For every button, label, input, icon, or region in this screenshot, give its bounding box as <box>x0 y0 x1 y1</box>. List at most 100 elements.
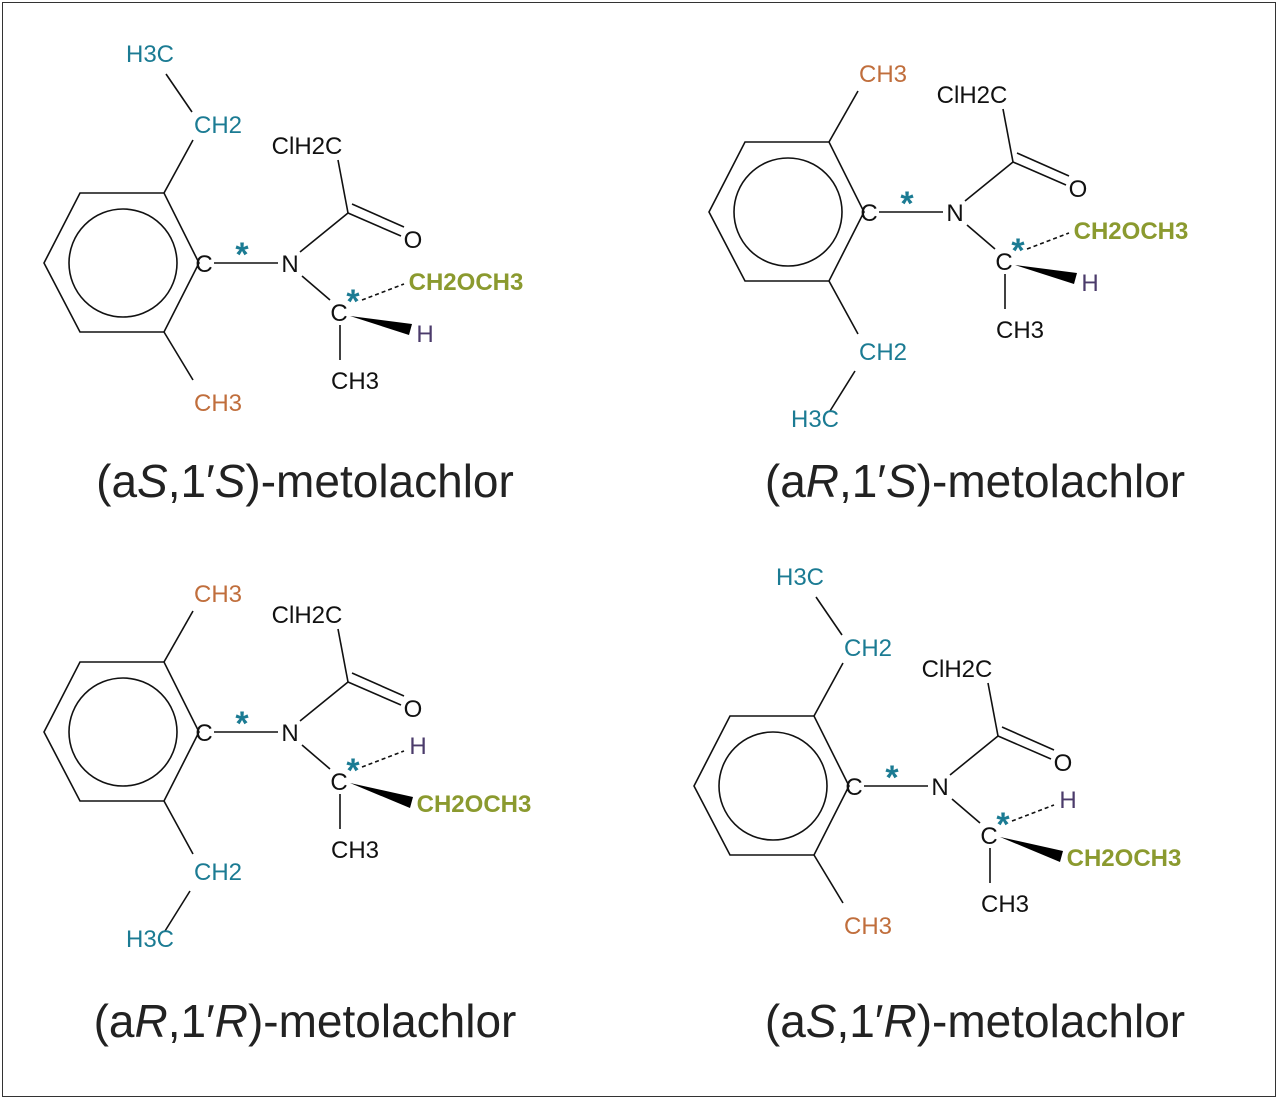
ethyl-h3c-label: H3C <box>791 406 839 433</box>
ring-ethyl-bond <box>813 662 844 717</box>
aromatic-circle <box>718 731 828 841</box>
ring-methyl-bond <box>813 854 844 904</box>
oxygen-label: O <box>1054 750 1073 777</box>
stereocenter-asterisk: * <box>1011 232 1025 270</box>
aromatic-circle <box>68 677 178 787</box>
aromatic-circle <box>733 157 843 267</box>
ring-methyl-label: CH3 <box>844 913 892 940</box>
chloromethyl-label: ClH2C <box>922 656 993 683</box>
ring-methyl-bond <box>163 331 194 381</box>
hydrogen-label: H <box>1059 787 1076 814</box>
carbonyl-double-bond-2 <box>1016 152 1070 177</box>
chiral-carbon-label: C <box>330 300 347 327</box>
benzene-ring <box>708 141 865 282</box>
molecule-caption: (aS,1′S)-metolachlor <box>96 455 514 507</box>
ethyl-ch2-label: CH2 <box>859 339 907 366</box>
wedge-bond <box>350 316 412 335</box>
dashed-bond <box>1026 232 1070 250</box>
ring-carbon-label: C <box>195 251 212 278</box>
n-chiral-carbon-bond <box>301 744 331 770</box>
molecule-caption: (aS,1′R)-metolachlor <box>765 995 1185 1047</box>
ethyl-h3c-label: H3C <box>776 564 824 591</box>
dashed-bond <box>361 283 405 301</box>
ethyl-bond <box>815 596 843 636</box>
ethyl-bond <box>164 890 191 932</box>
carbonyl-double-bond-2 <box>351 203 405 228</box>
carbonyl-double-bond-2 <box>1001 726 1055 751</box>
carbonyl-double-bond-1 <box>1012 161 1067 186</box>
chiral-carbon-label: C <box>980 823 997 850</box>
carbonyl-double-bond-1 <box>347 212 402 237</box>
ring-carbon-label: C <box>195 720 212 747</box>
stereocenter-asterisk: * <box>996 806 1010 844</box>
nitrogen-label: N <box>281 720 298 747</box>
wedge-bond <box>1015 265 1077 284</box>
stereocenter-asterisk: * <box>346 752 360 790</box>
n-chiral-carbon-bond <box>301 275 331 301</box>
carbonyl-double-bond-2 <box>351 672 405 697</box>
n-chiral-carbon-bond <box>951 798 981 824</box>
chiral-methyl-label: CH3 <box>331 837 379 864</box>
ring-methyl-bond <box>828 90 859 143</box>
ring-methyl-label: CH3 <box>859 61 907 88</box>
ring-ethyl-bond <box>163 139 194 194</box>
n-carbonyl-bond <box>299 681 349 722</box>
oxygen-label: O <box>404 227 423 254</box>
aromatic-circle <box>68 208 178 318</box>
chiral-methyl-label: CH3 <box>331 368 379 395</box>
nitrogen-label: N <box>281 251 298 278</box>
ring-carbon-label: C <box>860 200 877 227</box>
methoxymethyl-label: CH2OCH3 <box>409 269 524 296</box>
nitrogen-label: N <box>931 774 948 801</box>
stereocenter-asterisk: * <box>235 236 249 274</box>
chiral-carbon-label: C <box>330 769 347 796</box>
wedge-bond <box>1000 837 1063 862</box>
ethyl-h3c-label: H3C <box>126 41 174 68</box>
chloromethyl-label: ClH2C <box>937 82 1008 109</box>
nitrogen-label: N <box>946 200 963 227</box>
stereocenter-asterisk: * <box>346 283 360 321</box>
chloromethyl-label: ClH2C <box>272 133 343 160</box>
carbonyl-double-bond-1 <box>997 735 1052 760</box>
ethyl-h3c-label: H3C <box>126 926 174 953</box>
ring-methyl-label: CH3 <box>194 581 242 608</box>
carbonyl-ch2cl-bond <box>337 159 349 214</box>
carbonyl-ch2cl-bond <box>1002 108 1014 163</box>
methoxymethyl-label: CH2OCH3 <box>417 791 532 818</box>
ring-ethyl-bond <box>828 280 859 335</box>
benzene-ring <box>43 192 200 333</box>
carbonyl-double-bond-1 <box>347 681 402 706</box>
molecule-caption: (aR,1′S)-metolachlor <box>765 455 1185 507</box>
ring-ethyl-bond <box>163 800 194 855</box>
wedge-bond <box>350 783 413 808</box>
stereocenter-asterisk: * <box>235 705 249 743</box>
n-carbonyl-bond <box>964 161 1014 202</box>
hydrogen-label: H <box>416 321 433 348</box>
n-chiral-carbon-bond <box>966 224 996 250</box>
benzene-ring <box>693 715 850 856</box>
chiral-carbon-label: C <box>995 249 1012 276</box>
ethyl-bond <box>165 73 193 113</box>
chloromethyl-label: ClH2C <box>272 602 343 629</box>
oxygen-label: O <box>1069 176 1088 203</box>
ethyl-ch2-label: CH2 <box>194 112 242 139</box>
n-carbonyl-bond <box>299 212 349 253</box>
ring-carbon-label: C <box>845 774 862 801</box>
benzene-ring <box>43 661 200 802</box>
dashed-bond <box>361 750 405 768</box>
dashed-bond <box>1011 804 1055 822</box>
ethyl-ch2-label: CH2 <box>844 635 892 662</box>
n-carbonyl-bond <box>949 735 999 776</box>
ethyl-bond <box>829 370 856 412</box>
methoxymethyl-label: CH2OCH3 <box>1067 845 1182 872</box>
chiral-methyl-label: CH3 <box>996 317 1044 344</box>
methoxymethyl-label: CH2OCH3 <box>1074 218 1189 245</box>
ring-methyl-label: CH3 <box>194 390 242 417</box>
hydrogen-label: H <box>1081 270 1098 297</box>
ring-methyl-bond <box>163 610 194 663</box>
